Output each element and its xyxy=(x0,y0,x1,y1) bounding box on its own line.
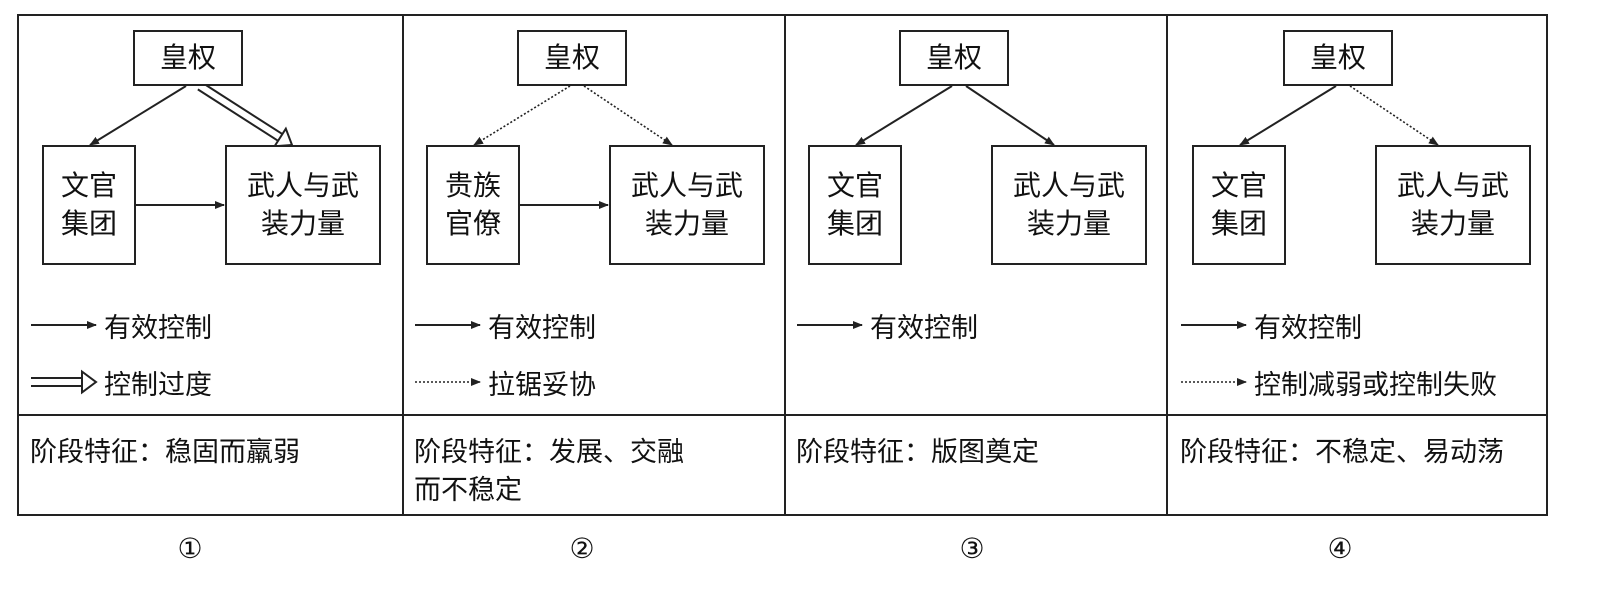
arrow-to-military xyxy=(1349,85,1439,146)
panel-number: ④ xyxy=(1327,532,1353,565)
box-imperial-power: 皇权 xyxy=(899,30,1009,86)
box-imperial-power: 皇权 xyxy=(1283,30,1393,86)
panel-number: ③ xyxy=(959,532,985,565)
arrow-to-left-group xyxy=(473,85,571,146)
arrow-to-military xyxy=(197,81,294,148)
box-military: 武人与武 装力量 xyxy=(609,145,765,265)
arrow-to-military xyxy=(965,85,1055,146)
divider-horizontal xyxy=(17,414,1548,416)
box-imperial-power: 皇权 xyxy=(517,30,627,86)
stage-feature: 阶段特征：版图奠定 xyxy=(796,437,1039,468)
legend-label: 有效控制 xyxy=(488,313,596,344)
legend-label: 控制过度 xyxy=(104,370,212,401)
legend-double-arrow-icon xyxy=(31,369,98,395)
stage-feature: 阶段特征：发展、交融 而不稳定 xyxy=(414,437,684,506)
legend-label: 拉锯妥协 xyxy=(488,370,596,401)
legend-label: 有效控制 xyxy=(1254,313,1362,344)
stage-feature: 阶段特征：稳固而羸弱 xyxy=(30,437,300,468)
legend-label: 有效控制 xyxy=(104,313,212,344)
box-imperial-power: 皇权 xyxy=(133,30,243,86)
box-left-group: 文官 集团 xyxy=(1192,145,1286,265)
divider-vertical xyxy=(784,14,786,516)
arrow-to-left-group xyxy=(855,85,953,146)
box-left-group: 文官 集团 xyxy=(42,145,136,265)
box-military: 武人与武 装力量 xyxy=(225,145,381,265)
arrow-to-left-group xyxy=(89,85,187,146)
legend-label: 有效控制 xyxy=(870,313,978,344)
divider-vertical xyxy=(1166,14,1168,516)
box-military: 武人与武 装力量 xyxy=(1375,145,1531,265)
panel-number: ② xyxy=(569,532,595,565)
box-left-group: 文官 集团 xyxy=(808,145,902,265)
diagram-frame xyxy=(17,14,1548,516)
arrow-to-left-group xyxy=(1239,85,1337,146)
arrow-to-military xyxy=(583,85,673,146)
divider-vertical xyxy=(402,14,404,516)
legend-label: 控制减弱或控制失败 xyxy=(1254,370,1497,401)
box-left-group: 贵族 官僚 xyxy=(426,145,520,265)
stage-feature: 阶段特征：不稳定、易动荡 xyxy=(1180,437,1504,468)
box-military: 武人与武 装力量 xyxy=(991,145,1147,265)
panel-number: ① xyxy=(177,532,203,565)
